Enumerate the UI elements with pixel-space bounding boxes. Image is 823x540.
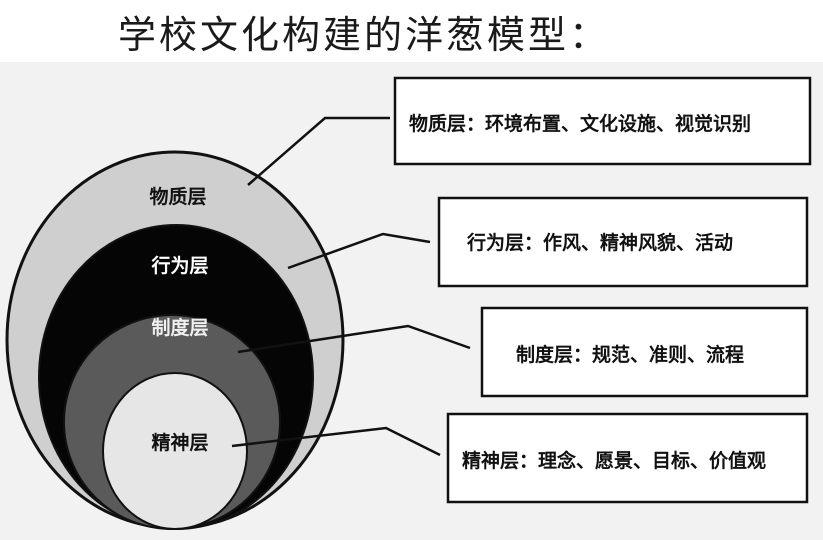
connector-system — [237, 324, 471, 354]
box-material-text: 物质层：环境布置、文化设施、视觉识别 — [409, 112, 751, 135]
box-system — [480, 306, 809, 398]
page-title: 学校文化构建的洋葱模型： — [118, 13, 611, 57]
layer-system-label: 制度层 — [151, 316, 208, 339]
layer-spirit-label: 精神层 — [151, 431, 208, 454]
box-material — [393, 76, 812, 166]
layer-spirit-circle — [102, 372, 248, 530]
box-behavior — [437, 196, 809, 288]
box-spirit — [446, 412, 809, 504]
connector-spirit — [231, 426, 441, 457]
box-behavior-text: 行为层：作风、精神风貌、活动 — [466, 231, 733, 254]
layer-behavior-label: 行为层 — [150, 254, 208, 277]
box-system-text: 制度层：规范、准则、流程 — [516, 343, 744, 366]
connector-behavior — [287, 232, 431, 270]
layer-material-label: 物质层 — [149, 185, 206, 208]
connector-material — [247, 116, 390, 186]
box-spirit-text: 精神层：理念、愿景、目标、价值观 — [462, 449, 766, 472]
